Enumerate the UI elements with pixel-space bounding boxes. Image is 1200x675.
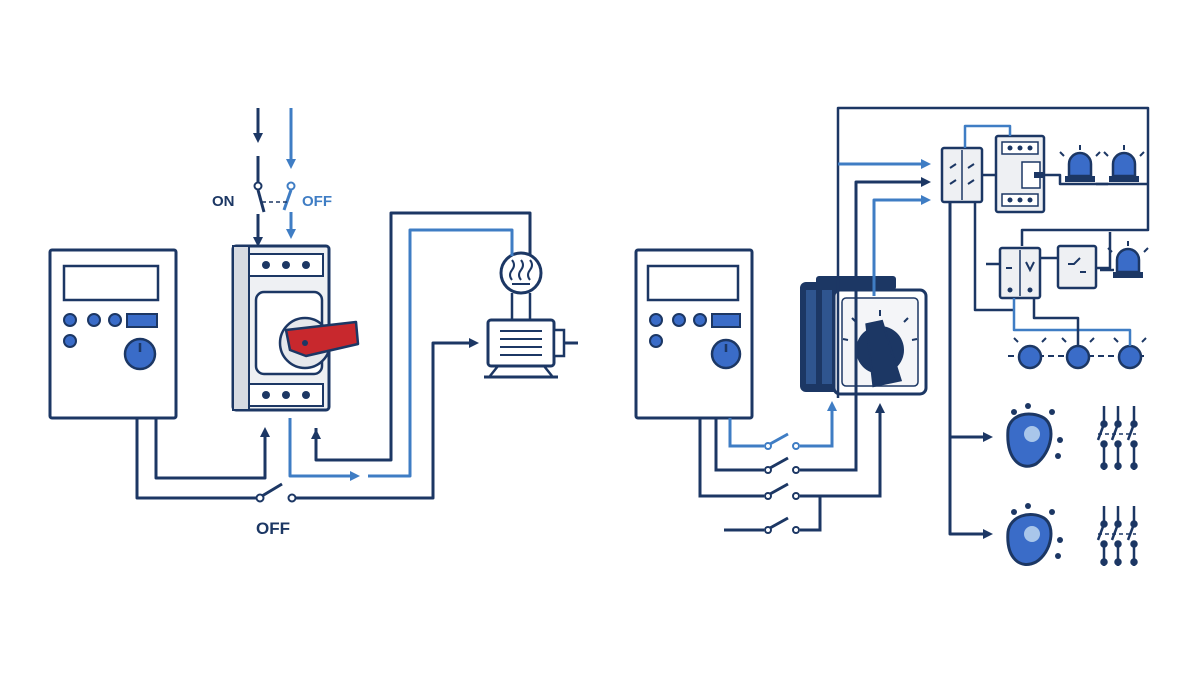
pilot-lamp-icon — [1008, 337, 1148, 370]
rotary-cam-switch-icon — [800, 276, 928, 396]
control-panel-left — [48, 248, 178, 420]
off-label-bottom: OFF — [256, 519, 290, 538]
heater-icon — [499, 251, 543, 320]
motor-protection-breaker-icon — [231, 244, 360, 412]
timer-relay-icon — [998, 244, 1098, 300]
off-label-top: OFF — [302, 193, 332, 210]
beacon-icon — [1059, 145, 1149, 278]
push-button-icon — [1006, 403, 1063, 566]
control-panel-right — [634, 248, 754, 420]
contactor-icon — [994, 134, 1046, 214]
motor-icon — [484, 318, 578, 379]
left-wiring — [135, 211, 532, 503]
switch-contact-icon — [1096, 406, 1138, 566]
supply-switch: ON OFF — [212, 108, 332, 247]
on-label: ON — [212, 193, 235, 210]
right-wiring — [836, 106, 1150, 539]
relay-icon — [940, 146, 984, 204]
rotary-switch-wiring — [698, 398, 885, 534]
